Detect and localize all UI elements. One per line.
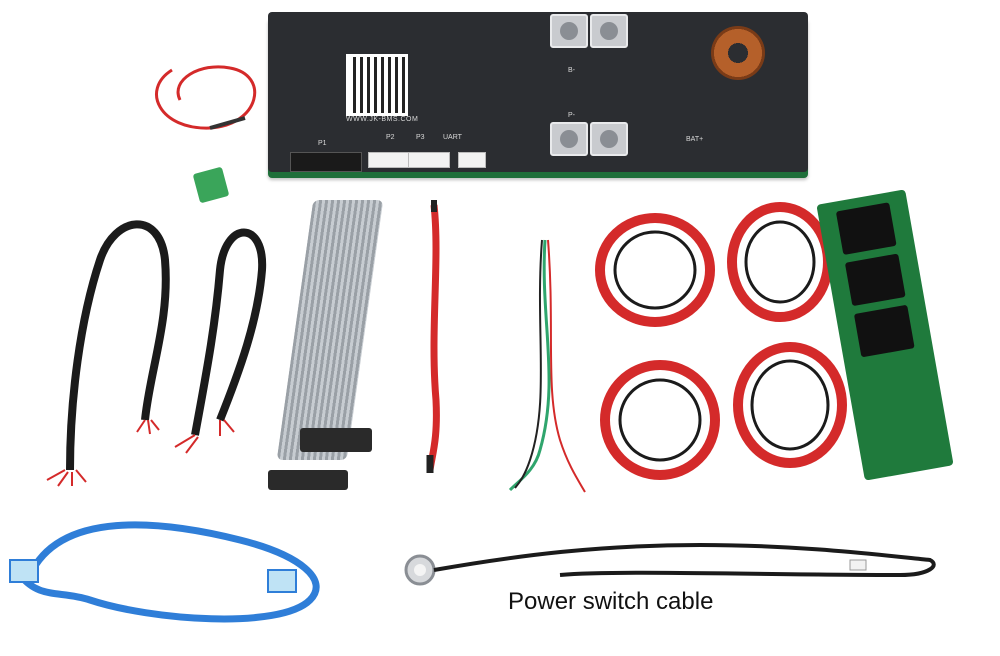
power-switch-icon (404, 542, 936, 586)
red-wire-icon (155, 65, 257, 130)
terminal-b2 (590, 14, 628, 48)
terminal-p2 (590, 122, 628, 156)
terminal-b1 (550, 14, 588, 48)
ethernet-cable-icon (9, 521, 320, 623)
terminal-p1 (550, 122, 588, 156)
connector-p3 (408, 152, 450, 168)
red-black-wire-coil-icon (595, 202, 847, 480)
caption-text: Power switch cable (508, 588, 714, 615)
qr-code (346, 54, 408, 116)
label-p-minus: P- (568, 112, 575, 119)
label-b-minus: B- (568, 67, 575, 74)
label-p2: P2 (386, 134, 395, 141)
toroid-inductor (711, 26, 765, 80)
rj45-port-1 (835, 202, 897, 255)
label-p1: P1 (318, 140, 327, 147)
rj45-port-3 (853, 304, 915, 358)
board-website-label: WWW.JK-BMS.COM (346, 116, 419, 123)
single-red-cable-icon (426, 200, 440, 473)
label-uart: UART (443, 134, 462, 141)
label-bat-plus: BAT+ (686, 136, 704, 143)
ribbon-connector-top (300, 428, 372, 452)
connector-uart (458, 152, 486, 168)
bms-board: WWW.JK-BMS.COM P1 P2 P3 UART B- P- BAT+ (268, 12, 808, 172)
black-sleeved-wire-icon (46, 220, 267, 487)
label-p3: P3 (416, 134, 425, 141)
rj45-port-2 (844, 253, 906, 307)
pin-header-p1 (290, 152, 362, 172)
sensor-wire-icon (508, 239, 586, 493)
ribbon-connector-bottom (268, 470, 348, 490)
